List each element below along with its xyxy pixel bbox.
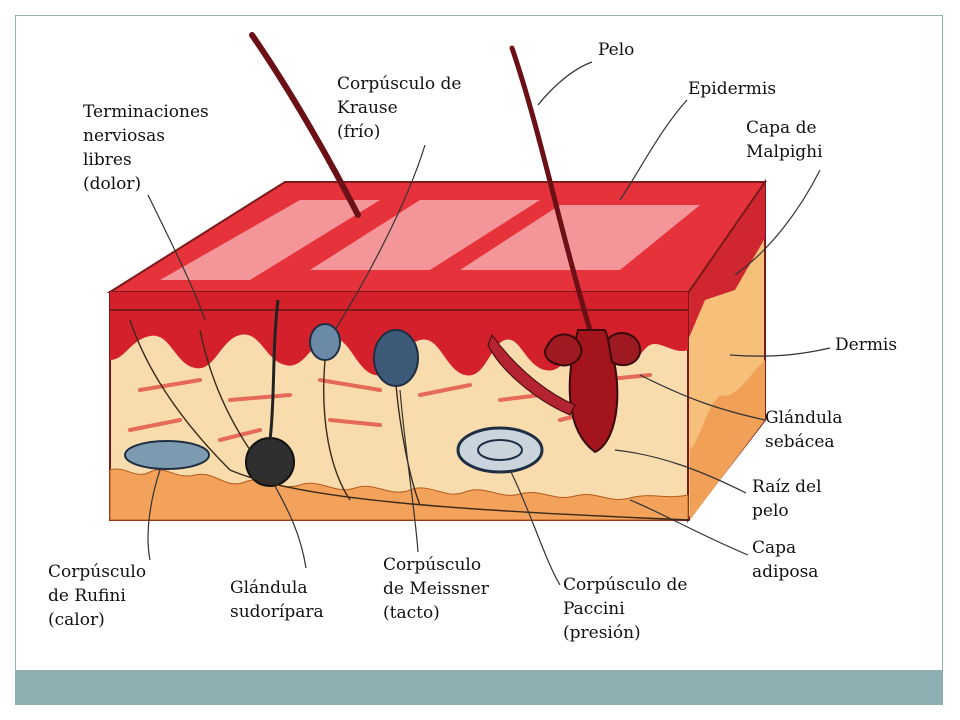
label-corpusculo-paccini: Corpúsculo de Paccini (presión) <box>563 575 688 643</box>
label-epidermis: Epidermis <box>688 79 777 99</box>
label-corpusculo-rufini: Corpúsculo de Rufini (calor) <box>48 562 147 630</box>
label-corpusculo-krause: Corpúsculo de Krause (frío) <box>337 74 462 142</box>
sebaceous-gland <box>544 332 642 367</box>
label-glandula-sudoripara: Glándula sudorípara <box>230 578 324 622</box>
epidermis-side <box>688 182 765 340</box>
hair-left <box>249 32 361 218</box>
top-highlights <box>160 200 700 280</box>
rufini-corpuscle <box>124 440 210 470</box>
paccini-corpuscle <box>456 426 544 474</box>
arrector-muscle <box>487 333 576 416</box>
label-capa-adiposa: Capa adiposa <box>752 538 819 582</box>
paccini-core <box>477 439 523 461</box>
label-raiz-pelo: Raíz del pelo <box>752 477 822 521</box>
label-dermis: Dermis <box>835 335 898 355</box>
nerve-fibers <box>129 319 691 521</box>
pointer-lines <box>147 61 831 586</box>
label-glandula-sebacea: Glándula sebácea <box>765 408 843 452</box>
fat-side <box>690 360 765 520</box>
footer-bar <box>15 670 943 705</box>
meissner-corpuscle <box>373 329 419 387</box>
label-pelo: Pelo <box>598 40 635 60</box>
hair-right <box>509 45 593 333</box>
label-terminaciones-nerviosas: Terminaciones nerviosas libres (dolor) <box>83 102 209 194</box>
label-capa-malpighi: Capa de Malpighi <box>746 118 823 162</box>
sweat-duct <box>268 299 280 441</box>
label-corpusculo-meissner: Corpúsculo de Meissner (tacto) <box>383 555 489 623</box>
hair-follicle <box>568 329 619 454</box>
fat-front <box>109 468 689 521</box>
